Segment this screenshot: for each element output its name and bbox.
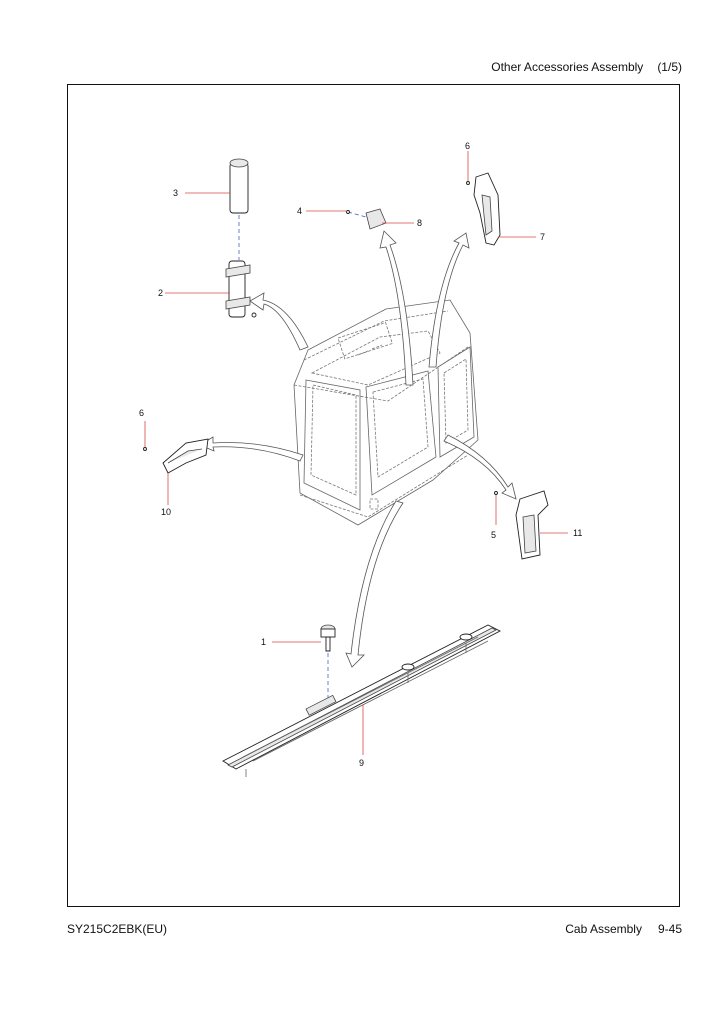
callout-3: 3 <box>173 188 179 198</box>
cab-drawing <box>293 299 479 526</box>
callout-10: 10 <box>161 507 172 517</box>
callout-1: 1 <box>261 637 267 647</box>
page-footer: Cab Assembly 9-45 <box>565 922 682 936</box>
callout-6-top: 6 <box>465 141 471 151</box>
callout-8: 8 <box>417 218 423 228</box>
part-1-pin <box>320 624 336 705</box>
callout-9: 9 <box>359 758 365 768</box>
parts-diagram <box>143 151 568 777</box>
callout-2: 2 <box>158 288 164 298</box>
part-2-bracket <box>225 260 257 318</box>
leader-lines <box>144 151 568 755</box>
part-7-handle <box>466 172 501 246</box>
callout-7: 7 <box>540 232 546 242</box>
footer-model: SY215C2EBK(EU) <box>67 922 168 936</box>
callout-11: 11 <box>573 528 583 538</box>
part-11-handle <box>494 490 549 560</box>
callout-6-left: 6 <box>139 408 145 418</box>
header-title: Other Accessories Assembly <box>491 60 644 74</box>
flow-arrows <box>199 230 517 668</box>
part-3-cylinder <box>229 158 249 260</box>
header-page-fraction: (1/5) <box>657 60 682 74</box>
callout-5: 5 <box>491 530 497 540</box>
callout-4: 4 <box>297 206 303 216</box>
part-10-handle <box>143 438 209 474</box>
page-header: Other Accessories Assembly (1/5) <box>491 60 682 74</box>
part-9-step-plate <box>222 624 501 777</box>
part-8-clip <box>346 208 387 230</box>
footer-section: Cab Assembly <box>565 922 642 936</box>
diagram-frame: 3 2 4 8 6 7 6 10 5 11 1 9 <box>67 84 680 907</box>
footer-page-number: 9-45 <box>657 922 682 936</box>
